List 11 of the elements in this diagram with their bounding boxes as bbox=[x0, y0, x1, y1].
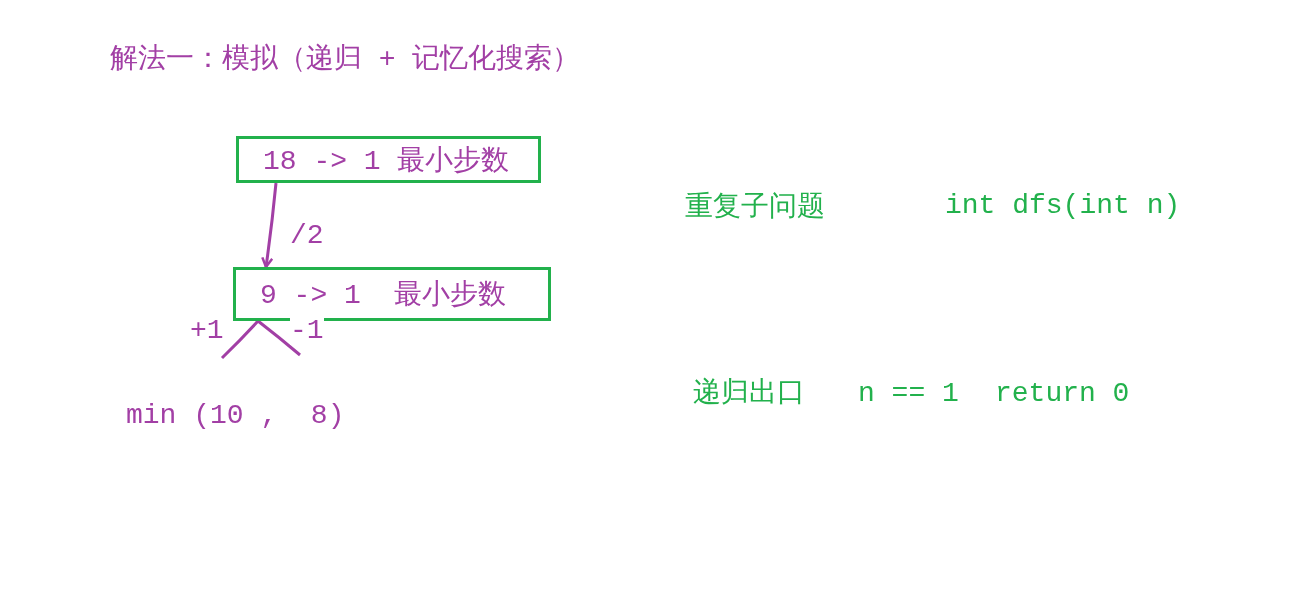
label-text: int dfs(int n) bbox=[945, 192, 1181, 220]
process-box: 18 -> 1 最小步数 bbox=[236, 136, 541, 183]
label-text: 重复子问题 bbox=[685, 194, 825, 222]
label-text: n == 1 bbox=[858, 380, 959, 408]
branch-line bbox=[220, 320, 260, 360]
edge-label: -1 bbox=[290, 317, 324, 345]
process-box: 9 -> 1 最小步数 bbox=[233, 267, 551, 321]
arrow bbox=[261, 182, 278, 269]
label-text: return 0 bbox=[995, 380, 1130, 408]
branch-line bbox=[257, 319, 301, 357]
label-text: min (10 , 8) bbox=[126, 402, 345, 430]
